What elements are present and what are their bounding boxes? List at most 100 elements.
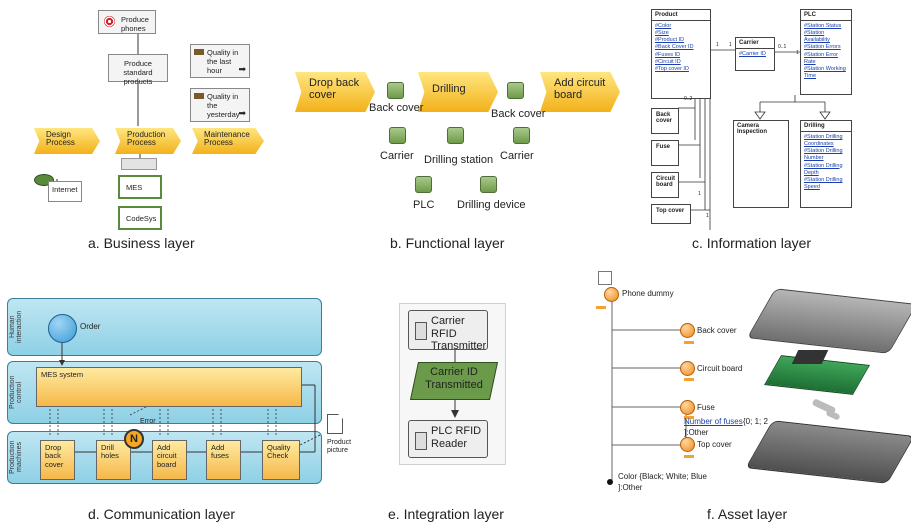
production-process-chevron[interactable]: Production Process bbox=[115, 128, 181, 154]
uml-drilling-class[interactable]: Drilling #Station Drilling Coordinates #… bbox=[800, 120, 852, 208]
quality-yesterday-box[interactable]: Quality in the yesterday ➡ bbox=[190, 88, 250, 122]
attr-item[interactable]: #Carrier ID bbox=[739, 51, 766, 57]
camera-title: Camera Inspection bbox=[737, 123, 768, 135]
uml-fuse-class[interactable]: Fuse bbox=[651, 140, 679, 166]
fuse-label: Fuse bbox=[697, 403, 715, 412]
function-square-icon[interactable] bbox=[415, 176, 432, 193]
number-of-fuses-label[interactable]: Number of fuses bbox=[684, 417, 743, 426]
collapse-marker[interactable] bbox=[596, 306, 606, 309]
internet-box[interactable]: Internet bbox=[48, 181, 82, 202]
caption-business: a. Business layer bbox=[88, 235, 195, 251]
mes-box[interactable]: MES bbox=[118, 175, 162, 199]
function-square-icon[interactable] bbox=[387, 82, 404, 99]
step-label: Drill holes bbox=[101, 443, 119, 461]
function-square-icon[interactable] bbox=[513, 127, 530, 144]
plc-title: PLC bbox=[801, 10, 851, 21]
drill-holes-step[interactable]: Drill holes bbox=[96, 440, 131, 480]
circuit-board-node[interactable] bbox=[680, 361, 695, 376]
quality-last-hour-box[interactable]: Quality in the last hour ➡ bbox=[190, 44, 250, 78]
mult-label: 0..1 bbox=[778, 44, 787, 50]
codesys-label: CodeSys bbox=[126, 214, 157, 223]
uml-carrier-class[interactable]: Carrier #Carrier ID bbox=[735, 37, 775, 71]
asset-tree-connectors bbox=[611, 300, 687, 480]
drilling-chevron[interactable]: Drilling bbox=[418, 72, 498, 112]
component-icon bbox=[415, 432, 427, 450]
fuse-node[interactable] bbox=[680, 400, 695, 415]
attr-item[interactable]: #Station Error Rate bbox=[804, 51, 838, 65]
design-process-chevron[interactable]: Design Process bbox=[34, 128, 100, 154]
kpi-icon bbox=[194, 93, 204, 99]
add-fuses-step[interactable]: Add fuses bbox=[206, 440, 241, 480]
attr-item[interactable]: #Color bbox=[655, 23, 672, 29]
attr-item[interactable]: #Product ID bbox=[655, 37, 685, 44]
phone-dummy-node[interactable] bbox=[604, 287, 619, 302]
uml-circuit-board-class[interactable]: Circuit board bbox=[651, 172, 679, 198]
collapse-marker[interactable] bbox=[684, 416, 694, 419]
uml-back-cover-class[interactable]: Back cover bbox=[651, 108, 679, 134]
plc-attrs: #Station Status #Station Availability #S… bbox=[801, 21, 851, 82]
error-event-icon[interactable]: N bbox=[124, 429, 144, 449]
order-event-circle[interactable] bbox=[48, 314, 77, 343]
attr-item[interactable]: #Station Working Time bbox=[804, 65, 846, 79]
function-square-icon[interactable] bbox=[447, 127, 464, 144]
uml-plc-class[interactable]: PLC #Station Status #Station Availabilit… bbox=[800, 9, 852, 95]
attr-item[interactable]: #Top cover ID bbox=[655, 65, 689, 72]
carrier-title: Carrier bbox=[736, 38, 774, 49]
uml-top-cover-class[interactable]: Top cover bbox=[651, 204, 691, 224]
mes-system-box[interactable]: MES system bbox=[36, 367, 302, 407]
attr-item[interactable]: #Station Drilling Coordinates bbox=[804, 134, 843, 148]
attr-item[interactable]: #Fuses ID bbox=[655, 51, 681, 58]
plc-rfid-component[interactable]: PLC RFID Reader bbox=[408, 420, 488, 458]
function-square-icon[interactable] bbox=[507, 82, 524, 99]
produce-phones-box[interactable]: Produce phones bbox=[98, 10, 156, 34]
product-attrs: #Color #Size #Product ID #Back Cover ID … bbox=[652, 21, 710, 75]
drop-back-cover-chevron[interactable]: Drop back cover bbox=[295, 72, 375, 112]
attr-item[interactable]: #Station Status bbox=[804, 23, 842, 29]
produce-standard-box[interactable]: Produce standard products bbox=[108, 54, 168, 86]
maintenance-process-chevron[interactable]: Maintenance Process bbox=[192, 128, 264, 154]
document-icon bbox=[327, 414, 343, 434]
top-cover-label: Top cover bbox=[697, 440, 732, 449]
circuit-board-title: Circuit board bbox=[656, 176, 676, 188]
error-label: Error bbox=[140, 418, 156, 425]
add-circuit-board-step[interactable]: Add circuit board bbox=[152, 440, 187, 480]
color-attribute-dot bbox=[607, 479, 613, 485]
drop-back-cover-step[interactable]: Drop back cover bbox=[40, 440, 75, 480]
produce-phones-label: Produce phones bbox=[121, 15, 149, 33]
attr-item[interactable]: #Station Drilling Number bbox=[804, 148, 843, 162]
top-cover-node[interactable] bbox=[680, 437, 695, 452]
collapse-marker[interactable] bbox=[684, 455, 694, 458]
arrow-right-icon: ➡ bbox=[238, 108, 246, 118]
integration-connectors bbox=[451, 350, 459, 418]
attr-item[interactable]: #Circuit ID bbox=[655, 58, 681, 65]
add-circuit-board-label: Add circuit board bbox=[554, 77, 606, 101]
collapse-marker[interactable] bbox=[684, 378, 694, 381]
collapse-marker[interactable] bbox=[684, 341, 694, 344]
phone-dummy-label: Phone dummy bbox=[622, 289, 674, 298]
design-process-label: Design Process bbox=[46, 130, 75, 148]
product-title: Product bbox=[652, 10, 710, 21]
fuses-range-label: {0; 1; 2 bbox=[743, 417, 768, 426]
function-square-icon[interactable] bbox=[389, 127, 406, 144]
business-connectors bbox=[56, 26, 141, 187]
codesys-box[interactable]: CodeSys bbox=[118, 206, 162, 230]
back-cover-node[interactable] bbox=[680, 323, 695, 338]
production-process-label: Production Process bbox=[127, 130, 166, 148]
attr-item[interactable]: #Back Cover ID bbox=[655, 44, 694, 51]
back-cover-title: Back cover bbox=[656, 112, 673, 124]
attr-item[interactable]: #Size bbox=[655, 30, 669, 37]
quality-check-step[interactable]: Quality Check bbox=[262, 440, 300, 480]
uml-camera-class[interactable]: Camera Inspection bbox=[733, 120, 789, 208]
function-square-icon[interactable] bbox=[480, 176, 497, 193]
step-label: Add circuit board bbox=[157, 443, 177, 469]
caption-integration: e. Integration layer bbox=[388, 506, 504, 522]
carrier-rfid-component[interactable]: Carrier RFID Transmitter bbox=[408, 310, 488, 352]
attr-item[interactable]: #Station Drilling Speed bbox=[804, 176, 843, 190]
quality-yesterday-label: Quality in the yesterday bbox=[207, 92, 240, 119]
add-circuit-board-chevron[interactable]: Add circuit board bbox=[540, 72, 620, 112]
attr-item[interactable]: #Station Errors bbox=[804, 44, 841, 51]
product-picture-label: Product picture bbox=[327, 439, 352, 454]
attr-item[interactable]: #Station Drilling Depth bbox=[804, 162, 843, 176]
uml-product-class[interactable]: Product #Color #Size #Product ID #Back C… bbox=[651, 9, 711, 99]
attr-item[interactable]: #Station Availability bbox=[804, 30, 830, 44]
